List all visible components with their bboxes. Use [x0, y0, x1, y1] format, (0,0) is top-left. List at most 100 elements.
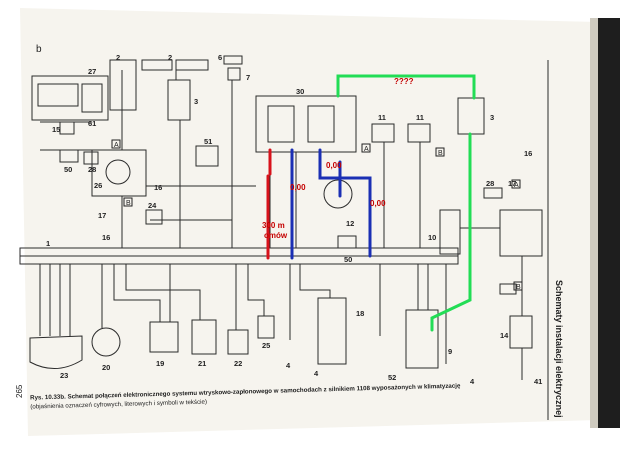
component-28-left: [83, 151, 99, 165]
label-9: 9: [448, 347, 452, 356]
wires-to-19-20-21: [101, 264, 201, 328]
paper-sheet: [20, 8, 598, 436]
instrument-cluster-27: [31, 75, 109, 121]
label-4c: 4: [314, 369, 319, 378]
component-9: [405, 309, 439, 369]
ac-switch-block: [499, 209, 543, 257]
label-16a: 16: [154, 183, 162, 192]
injector-11-b: [407, 123, 431, 143]
wires-to-23: [39, 264, 71, 336]
component-51: [195, 145, 219, 167]
label-3b: 3: [490, 113, 494, 122]
label-2b: 2: [168, 53, 172, 62]
component-22: [227, 329, 249, 355]
label-11a: 11: [378, 113, 386, 122]
label-50b: 50: [344, 255, 352, 264]
box-B-right: B: [516, 284, 521, 291]
label-4b: 4: [470, 377, 475, 386]
label-30: 30: [296, 87, 304, 96]
wires-right-vertical: [383, 60, 549, 420]
label-41: 41: [534, 377, 542, 386]
wires-to-9-52: [379, 264, 447, 364]
connector-7: [227, 67, 241, 81]
component-20: [91, 327, 121, 357]
page-curl-shadow: [590, 18, 598, 428]
label-4a: 4: [286, 361, 291, 370]
label-12: 12: [346, 219, 354, 228]
label-19: 19: [156, 359, 164, 368]
green-wire-right: [430, 132, 472, 332]
label-25: 25: [262, 341, 270, 350]
value-label-c: 0,00: [370, 199, 386, 208]
wires-horizontal: [40, 121, 256, 221]
fuse-label-box-right: [175, 59, 209, 71]
unknown-value-label: ????: [394, 77, 414, 86]
blue-wire-right: [318, 148, 372, 258]
component-6: [223, 55, 243, 65]
component-23: [29, 335, 83, 369]
label-28a: 28: [88, 165, 96, 174]
gauge-26: [105, 159, 131, 185]
label-14: 14: [500, 331, 509, 340]
box-B-left: B: [126, 200, 131, 207]
page-number: 265: [15, 384, 24, 398]
resistance-label-line2: omów: [264, 231, 288, 240]
label-23: 23: [60, 371, 68, 380]
component-19: [149, 321, 179, 353]
relay-30-a: [267, 105, 295, 143]
section-letter: b: [36, 44, 42, 55]
label-28b: 28: [486, 179, 494, 188]
component-10: [439, 209, 461, 255]
cluster-gauge: [81, 83, 103, 113]
label-51: 51: [204, 137, 212, 146]
label-3a: 3: [194, 97, 198, 106]
label-50a: 50: [64, 165, 72, 174]
book-binding: [596, 18, 620, 428]
component-25: [257, 315, 275, 339]
red-wire: [266, 148, 272, 260]
label-1: 1: [46, 239, 50, 248]
box-A-center: A: [364, 146, 369, 153]
relay-30-b: [307, 105, 335, 143]
label-24: 24: [148, 201, 157, 210]
instrument-26: [91, 149, 147, 197]
label-18: 18: [356, 309, 364, 318]
wires-left-vertical: [121, 70, 181, 248]
label-7: 7: [246, 73, 250, 82]
figure-caption-subline: (objaśnienia oznaczeń cyfrowych, literow…: [30, 399, 207, 411]
injector-11-a: [371, 123, 395, 143]
label-22: 22: [234, 359, 242, 368]
label-26: 26: [94, 181, 102, 190]
component-21: [191, 319, 217, 355]
box-B-center: B: [438, 150, 443, 157]
component-14: [509, 315, 533, 349]
label-27: 27: [88, 67, 96, 76]
label-20: 20: [102, 363, 110, 372]
label-2a: 2: [116, 53, 120, 62]
fuse-block-2: [109, 59, 137, 111]
relay-3-left: [167, 79, 191, 121]
box-A-left: A: [114, 142, 119, 149]
label-16c: 16: [524, 149, 532, 158]
component-18: [317, 297, 347, 365]
connector-17-right-lower: [499, 283, 517, 295]
side-title: Schematy instalacji elektrycznej: [554, 280, 564, 418]
label-21: 21: [198, 359, 206, 368]
value-label-b: 0,00: [326, 161, 342, 170]
wires-to-22-25-18: [235, 264, 331, 340]
resistance-label-line1: 300 m: [262, 221, 285, 230]
value-label-a: 0,00: [290, 183, 306, 192]
fuse-label-box-left: [141, 59, 173, 71]
label-11b: 11: [416, 113, 424, 122]
green-wire-top: [336, 74, 476, 100]
label-52: 52: [388, 373, 396, 382]
label-10: 10: [428, 233, 436, 242]
label-15: 15: [52, 125, 60, 134]
component-24: [145, 209, 163, 225]
injection-relay-block-30: [255, 95, 357, 153]
component-50-right: [337, 235, 357, 249]
label-17a: 17: [98, 211, 106, 220]
connector-28-right: [483, 187, 503, 199]
label-16b: 16: [102, 233, 110, 242]
